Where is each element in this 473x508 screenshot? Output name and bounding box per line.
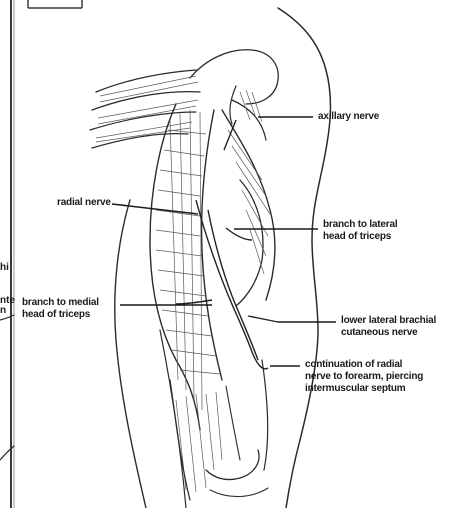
lateral-head	[222, 86, 275, 306]
forearm-region	[170, 380, 240, 500]
label-radial-nerve: radial nerve	[57, 197, 111, 208]
left-panel-edge	[0, 0, 82, 508]
label-continuation-radial-line2: nerve to forearm, piercing	[305, 371, 423, 382]
leader-lines	[112, 117, 336, 366]
label-axillary-nerve: axillary nerve	[318, 111, 379, 122]
triceps-long-head	[150, 104, 222, 430]
label-branch-medial-head-line2: head of triceps	[22, 309, 90, 320]
label-branch-medial-head-line1: branch to medial	[22, 297, 99, 308]
label-continuation-radial-line1: continuation of radial	[305, 359, 402, 370]
edge-text-fragment-3: n	[0, 306, 6, 316]
label-branch-lateral-head-line1: branch to lateral	[323, 219, 397, 230]
back-muscles	[90, 70, 200, 148]
label-lower-lateral-brachial-line2: cutaneous nerve	[341, 327, 417, 338]
edge-text-fragment-1: hi	[0, 263, 9, 273]
label-continuation-radial-line3: intermuscular septum	[305, 383, 405, 394]
label-lower-lateral-brachial-line1: lower lateral brachial	[341, 315, 436, 326]
label-branch-lateral-head-line2: head of triceps	[323, 231, 391, 242]
body-outline	[115, 8, 331, 508]
